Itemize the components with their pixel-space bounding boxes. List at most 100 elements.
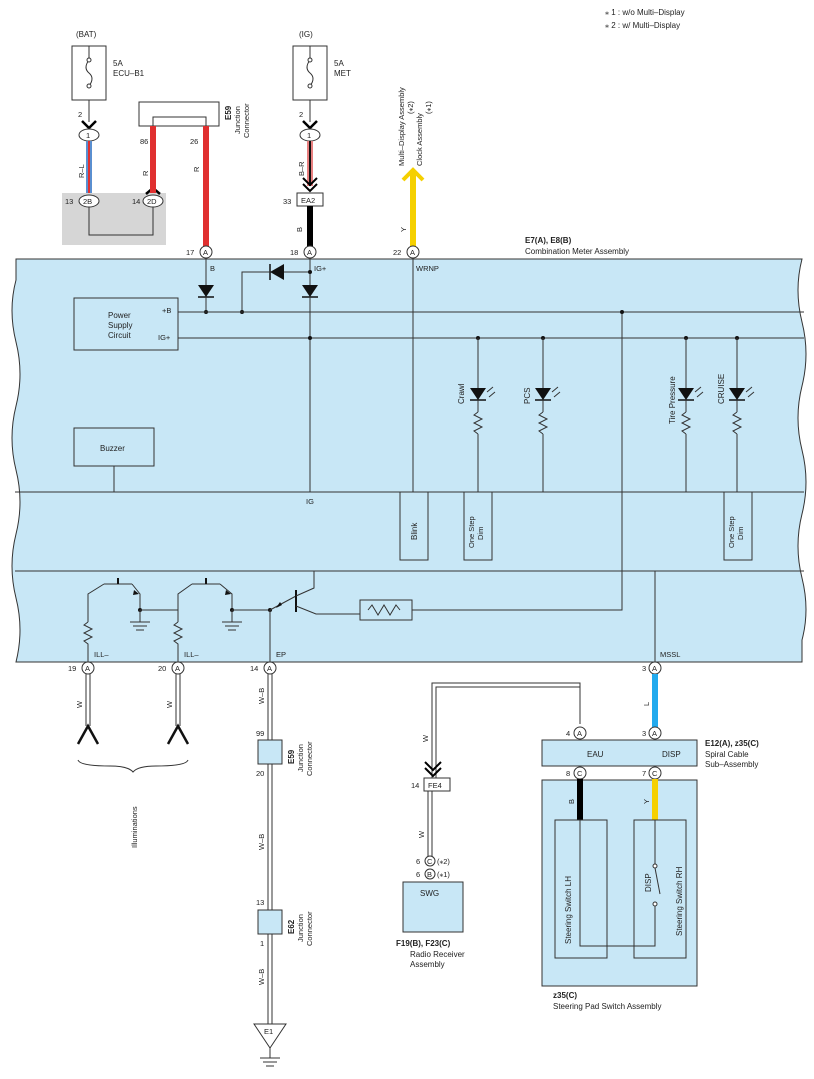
- pin-spiral-7c: 7 C: [642, 766, 662, 780]
- label-ep: EP: [276, 650, 286, 659]
- led-crawl-label: Crawl: [457, 383, 466, 404]
- svg-text:3: 3: [642, 664, 646, 673]
- svg-text:EA2: EA2: [301, 196, 315, 205]
- wire-r-right-label: R: [192, 166, 201, 172]
- connector-ea2: EA2: [296, 192, 324, 207]
- e59-top-code: E59: [224, 105, 233, 120]
- label-ill-1: ILL–: [94, 650, 109, 659]
- resistor-ill-1: [82, 621, 94, 662]
- fuse-met: [292, 45, 328, 101]
- svg-text:A: A: [410, 248, 415, 257]
- pin-spiral-8c: 8 C: [566, 766, 587, 780]
- label-ig: IG: [306, 497, 314, 506]
- led-tire-pressure: [678, 336, 704, 492]
- led-cruise: [729, 336, 755, 492]
- spiral-name1: Spiral Cable: [705, 750, 749, 759]
- fuse-bat-name: ECU–B1: [113, 69, 145, 78]
- svg-text:Dim: Dim: [736, 527, 745, 540]
- spiral-name2: Sub–Assembly: [705, 760, 758, 769]
- svg-text:19: 19: [68, 664, 76, 673]
- led-crawl: [470, 336, 496, 492]
- e59-mid-code: E59: [287, 749, 296, 764]
- resistor-ill-2: [172, 621, 184, 662]
- svg-text:1: 1: [307, 131, 311, 140]
- svg-text:Steering Switch LH: Steering Switch LH: [564, 876, 573, 944]
- label-mssl: MSSL: [660, 650, 680, 659]
- wire-r-left-label: R: [141, 170, 150, 176]
- meter-codes: E7(A), E8(B): [525, 236, 572, 245]
- connector-2b: 2B: [78, 194, 100, 208]
- wire-2b-2d-link: [88, 207, 154, 236]
- svg-text:3: 3: [642, 729, 646, 738]
- e62-pin-top: 13: [256, 898, 264, 907]
- svg-text:(⁎2): (⁎2): [437, 857, 450, 866]
- wire-y-rh-label: Y: [642, 799, 651, 804]
- svg-text:Circuit: Circuit: [108, 331, 131, 340]
- transistor-ill-2: [177, 578, 270, 631]
- svg-text:C: C: [577, 769, 583, 778]
- e62-name2: Connector: [305, 911, 314, 946]
- pin-18: 18 A: [290, 245, 317, 259]
- svg-text:6: 6: [416, 857, 420, 866]
- wire-lh-rh-link: [579, 820, 656, 947]
- e59-mid-pin-top: 99: [256, 729, 264, 738]
- wire-w-eau-label-2: W: [417, 830, 426, 838]
- multi-display-connector: [401, 167, 425, 182]
- svg-text:One Step: One Step: [727, 516, 736, 548]
- radio-codes: F19(B), F23(C): [396, 939, 451, 948]
- pin-spiral-4a: 4 A: [566, 726, 587, 740]
- wire-rl-label: R–L: [77, 164, 86, 178]
- svg-text:22: 22: [393, 248, 401, 257]
- svg-text:A: A: [577, 729, 582, 738]
- multi-display-l1: Multi–Display Assembly: [397, 87, 406, 166]
- svg-text:A: A: [652, 664, 657, 673]
- combination-meter: [11, 258, 807, 663]
- svg-text:FE4: FE4: [428, 781, 442, 790]
- pin-17: 17 A: [186, 245, 213, 259]
- power-supply-circuit: Power Supply Circuit: [73, 297, 179, 351]
- e62-code: E62: [287, 919, 296, 934]
- pin-3-mssl: 3 A: [642, 661, 662, 675]
- fuse-ig-amp: 5A: [334, 59, 344, 68]
- connector-2b-pin: 13: [65, 197, 73, 206]
- svg-text:A: A: [85, 664, 90, 673]
- e59-top-name2: Connector: [242, 103, 251, 138]
- pin-22: 22 A: [393, 245, 420, 259]
- wire-w-eau-label-1: W: [421, 734, 430, 742]
- svg-text:2B: 2B: [83, 197, 92, 206]
- label-ill-2: ILL–: [184, 650, 199, 659]
- label-wrnp: WRNP: [416, 264, 439, 273]
- pin-6c: 6 C (⁎2): [416, 855, 450, 867]
- illuminations-brace: [77, 759, 189, 773]
- fuse-ig-pin: 2: [299, 110, 303, 119]
- label-ig-plus-2: IG+: [158, 333, 171, 342]
- e59-mid-name1: Junction: [296, 744, 305, 772]
- diode-ig: [302, 285, 318, 297]
- svg-text:Power: Power: [108, 311, 131, 320]
- svg-text:7: 7: [642, 769, 646, 778]
- pin-spiral-3a: 3 A: [642, 726, 662, 740]
- svg-text:20: 20: [158, 664, 166, 673]
- disp-switch: [654, 867, 661, 895]
- svg-text:A: A: [267, 664, 272, 673]
- pin-20: 20 A: [158, 661, 185, 675]
- svg-text:(⁎1): (⁎1): [437, 870, 450, 879]
- transistor-ep: [268, 571, 360, 662]
- label-b: B: [210, 264, 215, 273]
- wire-w-ill2-label: W: [165, 700, 174, 708]
- diode-b: [198, 285, 214, 297]
- connector-fe4: FE4: [423, 777, 451, 792]
- svg-text:1: 1: [86, 131, 90, 140]
- wire-b-lh-label: B: [567, 799, 576, 804]
- wire-l-label: L: [642, 702, 651, 706]
- fuse-ig-name: MET: [334, 69, 351, 78]
- connector-fe4-pin: 14: [411, 781, 419, 790]
- connector-1a: 1: [78, 128, 100, 142]
- svg-text:Steering Switch RH: Steering Switch RH: [675, 866, 684, 936]
- radio-name2: Assembly: [410, 960, 445, 969]
- svg-text:Buzzer: Buzzer: [100, 444, 125, 453]
- wire-w-ill1: [85, 674, 91, 726]
- wire-w-eau: [431, 682, 581, 782]
- buzzer: Buzzer: [73, 427, 155, 467]
- multi-display-l2: (⁎2): [406, 101, 415, 114]
